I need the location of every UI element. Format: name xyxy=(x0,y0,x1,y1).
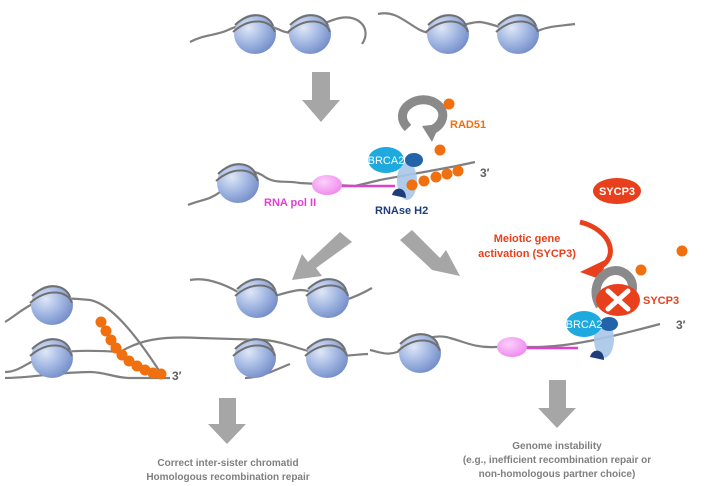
brca2-shape xyxy=(368,147,404,173)
rna-pol-ii-shape xyxy=(312,175,342,195)
sycp3-badge xyxy=(593,178,641,204)
nucleosome-icon xyxy=(232,337,277,379)
brca2-shape xyxy=(566,311,602,337)
rna-pol-ii-label: RNA pol II xyxy=(264,197,316,209)
left-outcome-chromatin xyxy=(4,277,373,380)
outcome-left-line2: Homologous recombination repair xyxy=(146,472,309,483)
meiotic-label-line1: Meiotic gene xyxy=(494,233,561,245)
three-prime-label: 3′ xyxy=(480,166,490,180)
meiotic-label-line2: activation (SYCP3) xyxy=(478,248,576,260)
nucleosome-icon xyxy=(287,13,332,55)
outcome-right-line2: (e.g., inefficient recombination repair … xyxy=(463,455,651,466)
nucleosome-icon xyxy=(234,277,279,319)
down-right-arrow xyxy=(400,230,460,276)
middle-chromatin xyxy=(187,95,476,207)
nucleosome-icon xyxy=(397,332,442,374)
nucleosome-icon xyxy=(29,284,74,326)
nucleosome-icon xyxy=(215,162,260,204)
brca2-label: BRCA2 xyxy=(368,155,405,167)
outcome-right-line3: non-homologous partner choice) xyxy=(479,469,636,480)
rnase-h2-label: RNAse H2 xyxy=(375,205,428,217)
rad51-dots xyxy=(635,245,688,276)
down-left-arrow xyxy=(292,232,352,280)
rna-pol-ii-shape xyxy=(497,337,527,357)
sycp3-label: SYCP3 xyxy=(643,295,679,307)
sycp3-badge-label: SYCP3 xyxy=(599,186,635,198)
block-x-icon xyxy=(605,288,631,312)
nucleosome-icon xyxy=(425,13,470,55)
three-prime-label: 3′ xyxy=(172,369,182,383)
down-arrow-left-outcome xyxy=(208,398,246,444)
nucleosome-icon xyxy=(304,337,349,379)
nucleosome-icon xyxy=(495,13,540,55)
nucleosome-icon xyxy=(29,337,74,379)
rad51-filament xyxy=(95,316,167,380)
three-prime-label: 3′ xyxy=(676,318,686,332)
nucleosome-icon xyxy=(232,13,277,55)
outcome-right-line1: Genome instability xyxy=(512,441,602,452)
right-outcome-chromatin xyxy=(369,245,688,374)
meiotic-curved-arrow xyxy=(579,219,613,271)
rad51-label: RAD51 xyxy=(450,119,486,131)
top-chromatin xyxy=(189,12,576,55)
brca2-label: BRCA2 xyxy=(566,319,603,331)
down-arrow-1 xyxy=(302,72,340,122)
down-arrow-right-outcome xyxy=(538,380,576,428)
outcome-left-line1: Correct inter-sister chromatid xyxy=(157,458,298,469)
nucleosome-icon xyxy=(305,277,350,319)
curved-arrow-icon xyxy=(398,95,448,135)
